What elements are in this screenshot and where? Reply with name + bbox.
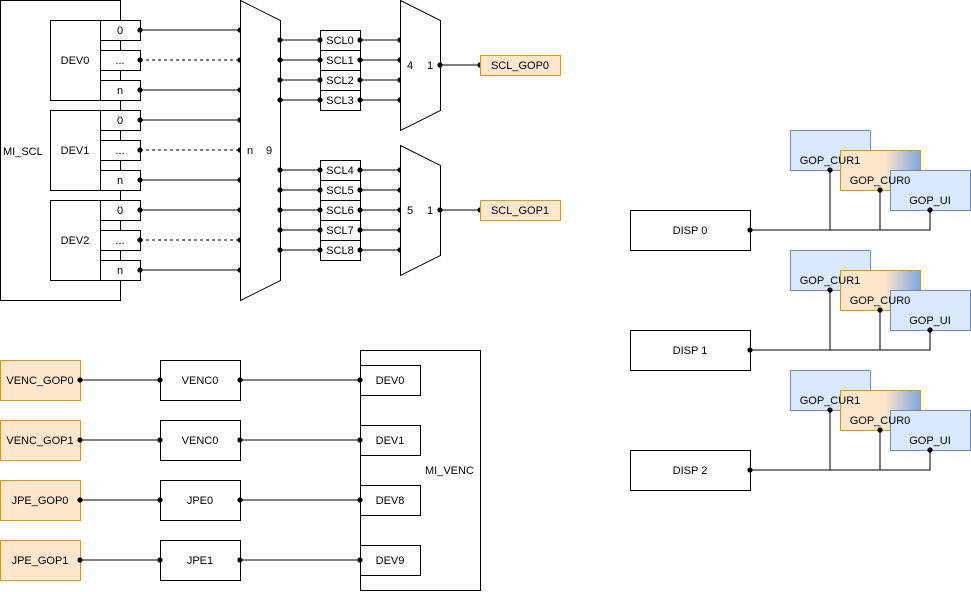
dev-label: DEV0 — [61, 55, 90, 67]
venc-wiring — [77, 377, 363, 563]
gop-box — [0, 480, 81, 521]
gop-box — [480, 200, 561, 221]
scl-unit-label: SCL6 — [326, 205, 354, 217]
mux-output-label: 1 — [427, 60, 433, 72]
scl-dev-block-2: DEV2 0 ... n — [50, 200, 141, 281]
dev-label: DEV2 — [61, 235, 90, 247]
mux-shape — [400, 0, 441, 132]
dev-port-label: 0 — [117, 25, 123, 37]
venc-dev-box — [360, 485, 421, 516]
gop-box — [0, 360, 81, 401]
dev-label: DEV1 — [61, 145, 90, 157]
scl-unit-label: SCL8 — [326, 245, 354, 257]
gop-cur1-label: GOP_CUR1 — [800, 155, 861, 167]
mux-output-label: 1 — [427, 205, 433, 217]
dev-port-label: ... — [115, 55, 124, 67]
scl-unit-label: SCL3 — [326, 95, 354, 107]
gop-cur0-label: GOP_CUR0 — [850, 175, 911, 187]
mi-scl-label: MI_SCL — [3, 146, 43, 158]
venc-row-2: JPE_GOP0 JPE0 DEV8 — [0, 480, 421, 521]
venc-dev-label: DEV0 — [376, 375, 405, 387]
gop-ui-label: GOP_UI — [909, 195, 951, 207]
dev-box — [50, 200, 101, 281]
gop-cur0-label: GOP_CUR0 — [850, 415, 911, 427]
dev-port-label: n — [117, 175, 123, 187]
gop-label: JPE_GOP1 — [12, 555, 69, 567]
venc-row-3: JPE_GOP1 JPE1 DEV9 — [0, 540, 421, 581]
dev-port-label: n — [117, 85, 123, 97]
scl-dev-block-0: DEV0 0 ... n — [50, 20, 141, 101]
disp-block-1: GOP_CUR1 GOP_CUR0 GOP_UI DISP 1 — [630, 250, 971, 371]
gop-box — [0, 540, 81, 581]
venc-row-0: VENC_GOP0 VENC0 DEV0 — [0, 360, 421, 401]
dev-to-mux-connectors — [137, 27, 243, 273]
scl-units: SCL0 SCL1 SCL2 SCL3 SCL4 SCL5 SCL6 SCL7 … — [320, 30, 361, 261]
dev-port-label: 0 — [117, 205, 123, 217]
encoder-box — [160, 360, 241, 401]
gop-box — [480, 55, 561, 76]
encoder-label: VENC0 — [182, 435, 219, 447]
venc-dev-label: DEV9 — [376, 555, 405, 567]
dev-port-label: 0 — [117, 115, 123, 127]
mux-input-label: 5 — [407, 205, 413, 217]
disp-block-0: GOP_CUR1 GOP_CUR0 GOP_UI DISP 0 — [630, 130, 971, 251]
scl-unit-label: SCL0 — [326, 35, 354, 47]
gop-cur0-label: GOP_CUR0 — [850, 295, 911, 307]
encoder-label: VENC0 — [182, 375, 219, 387]
venc-dev-box — [360, 425, 421, 456]
dev-box — [50, 20, 101, 101]
mux-input-label: 4 — [407, 60, 413, 72]
scl-dev-block-1: DEV1 0 ... n — [50, 110, 141, 191]
gop-ui-label: GOP_UI — [909, 315, 951, 327]
mi-venc-label: MI_VENC — [425, 465, 474, 477]
gop-label: SCL_GOP1 — [491, 205, 549, 217]
gop-cur1-label: GOP_CUR1 — [800, 395, 861, 407]
mux-shape — [240, 0, 281, 302]
scl-small-mux-0: 4 1 SCL_GOP0 — [400, 0, 561, 132]
gop-cur1-label: GOP_CUR1 — [800, 275, 861, 287]
disp-box — [630, 330, 751, 371]
scl-small-mux-1: 5 1 SCL_GOP1 — [400, 144, 561, 277]
scl-group-box-1 — [320, 160, 361, 261]
venc-row-1: VENC_GOP1 VENC0 DEV1 — [0, 420, 421, 461]
disp-block-2: GOP_CUR1 GOP_CUR0 GOP_UI DISP 2 — [630, 370, 971, 491]
encoder-label: JPE1 — [187, 555, 213, 567]
gop-label: JPE_GOP0 — [12, 495, 69, 507]
dev-port-label: ... — [115, 145, 124, 157]
dev-port-label: ... — [115, 235, 124, 247]
scl-mux: n 9 — [240, 0, 281, 302]
encoder-label: JPE0 — [187, 495, 213, 507]
gop-ui-label: GOP_UI — [909, 435, 951, 447]
mux-input-label: n — [247, 145, 253, 157]
gop-label: VENC_GOP0 — [6, 375, 73, 387]
disp-label: DISP 2 — [673, 465, 708, 477]
venc-dev-label: DEV1 — [376, 435, 405, 447]
scl-unit-label: SCL2 — [326, 75, 354, 87]
mux-output-label: 9 — [266, 145, 272, 157]
gop-box — [0, 420, 81, 461]
dev-port-label: n — [117, 265, 123, 277]
scl-unit-label: SCL1 — [326, 55, 354, 67]
venc-dev-box — [360, 365, 421, 396]
gop-label: SCL_GOP0 — [491, 60, 549, 72]
venc-dev-label: DEV8 — [376, 495, 405, 507]
scl-unit-label: SCL4 — [326, 165, 354, 177]
gop-label: VENC_GOP1 — [6, 435, 73, 447]
scl-unit-label: SCL7 — [326, 225, 354, 237]
gop-ui-box — [890, 290, 971, 331]
disp-box — [630, 210, 751, 251]
disp-label: DISP 0 — [673, 225, 708, 237]
scl-unit-label: SCL5 — [326, 185, 354, 197]
disp-label: DISP 1 — [673, 345, 708, 357]
mux-shape — [400, 144, 441, 277]
gop-ui-box — [890, 410, 971, 451]
